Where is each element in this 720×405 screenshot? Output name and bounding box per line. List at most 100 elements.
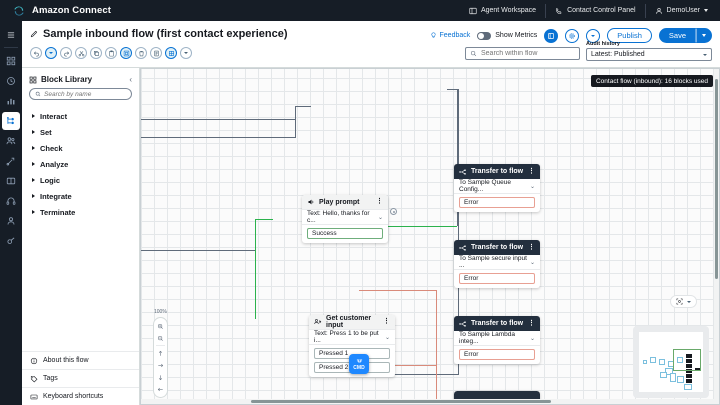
flow-settings-button[interactable] <box>565 28 580 43</box>
connector-line-error <box>436 290 438 404</box>
show-metrics-toggle[interactable]: Show Metrics <box>477 31 537 40</box>
minimap-node <box>650 357 656 363</box>
block-subtitle-row[interactable]: To Sample Queue Config... ⌄ <box>454 179 540 194</box>
chevron-down-icon[interactable]: ⌄ <box>529 183 535 190</box>
vertical-scrollbar[interactable] <box>714 69 719 404</box>
agent-workspace-link[interactable]: Agent Workspace <box>460 3 547 18</box>
scrollbar-thumb[interactable] <box>251 400 551 403</box>
block-header[interactable]: Transfer to flow ⋮ <box>454 316 540 331</box>
sidebar-item-realtime[interactable] <box>2 72 20 90</box>
sidebar-item-contact-center[interactable] <box>2 192 20 210</box>
sidebar-item-agent[interactable] <box>2 212 20 230</box>
block-header[interactable]: Play prompt ⋮ <box>302 195 388 210</box>
flow-properties-button[interactable] <box>544 28 559 43</box>
block-menu-button[interactable]: ⋮ <box>528 243 535 251</box>
category-analyze[interactable]: Analyze <box>22 156 139 172</box>
block-subtitle-row[interactable]: To Sample Lambda integ... ⌄ <box>454 331 540 346</box>
block-subtitle-row[interactable]: To Sample secure input ... ⌄ <box>454 255 540 270</box>
copy-button[interactable] <box>90 47 102 59</box>
block-transfer-queue-config[interactable]: Transfer to flow ⋮ To Sample Queue Confi… <box>454 164 540 212</box>
snap-grid-button[interactable] <box>165 47 177 59</box>
contact-control-panel-link[interactable]: Contact Control Panel <box>546 3 646 18</box>
block-header[interactable]: Get customer input ⋮ <box>309 315 395 330</box>
block-port-error[interactable]: Error <box>459 349 535 360</box>
snap-grid-dropdown-button[interactable] <box>180 47 192 59</box>
sidebar-item-analytics[interactable] <box>2 92 20 110</box>
publish-button[interactable]: Publish <box>607 28 652 43</box>
save-button[interactable]: Save <box>658 28 696 43</box>
menu-toggle-button[interactable] <box>0 26 22 44</box>
block-search[interactable] <box>29 88 132 100</box>
flow-search[interactable] <box>465 47 580 60</box>
edit-pencil-icon[interactable] <box>30 30 38 38</box>
pan-up-button[interactable] <box>154 347 167 359</box>
tags-button[interactable]: Tags <box>22 369 139 387</box>
block-transfer-secure-input[interactable]: Transfer to flow ⋮ To Sample secure inpu… <box>454 240 540 288</box>
category-check[interactable]: Check <box>22 140 139 156</box>
block-port-error[interactable]: Error <box>459 273 535 284</box>
category-set[interactable]: Set <box>22 124 139 140</box>
fit-to-screen-icon[interactable] <box>676 298 683 305</box>
pan-right-button[interactable] <box>154 359 167 371</box>
block-play-prompt[interactable]: Play prompt ⋮ Text: Hello, thanks for c.… <box>302 195 388 243</box>
group-button[interactable] <box>120 47 132 59</box>
block-subtitle-row[interactable]: Text: Press 1 to be put i... ⌄ <box>309 330 395 345</box>
pan-left-button[interactable] <box>154 383 167 395</box>
block-menu-button[interactable]: ⋮ <box>383 318 390 325</box>
redo-button[interactable] <box>60 47 72 59</box>
category-logic[interactable]: Logic <box>22 172 139 188</box>
sidebar-item-settings[interactable] <box>2 232 20 250</box>
category-interact[interactable]: Interact <box>22 108 139 124</box>
flow-node-marker[interactable] <box>390 208 397 215</box>
notes-button[interactable] <box>150 47 162 59</box>
cut-button[interactable] <box>75 47 87 59</box>
toggle-switch[interactable] <box>477 31 492 40</box>
lightbulb-icon <box>431 32 435 38</box>
sidebar-item-dashboard[interactable] <box>2 52 20 70</box>
sidebar-item-routing[interactable] <box>2 152 20 170</box>
block-search-input[interactable] <box>44 90 126 98</box>
user-menu[interactable]: DemoUser <box>646 4 712 18</box>
delete-button[interactable] <box>135 47 147 59</box>
flow-settings-dropdown-button[interactable] <box>586 28 601 43</box>
category-terminate[interactable]: Terminate <box>22 204 139 220</box>
scrollbar-thumb[interactable] <box>715 79 718 279</box>
minimap-viewport[interactable] <box>673 349 701 371</box>
undo-dropdown-button[interactable] <box>45 47 57 59</box>
block-subtitle-row[interactable]: Text: Hello, thanks for c... ⌄ <box>302 210 388 225</box>
brand[interactable]: Amazon Connect <box>12 4 111 18</box>
block-transfer-lambda-integ[interactable]: Transfer to flow ⋮ To Sample Lambda inte… <box>454 316 540 364</box>
block-ports: Error <box>454 194 540 212</box>
zoom-in-button[interactable] <box>154 320 167 332</box>
pan-down-button[interactable] <box>154 371 167 383</box>
block-header[interactable]: Transfer to flow ⋮ <box>454 240 540 255</box>
chevron-down-icon[interactable]: ⌄ <box>529 335 535 342</box>
keyboard-shortcuts-button[interactable]: Keyboard shortcuts <box>22 387 139 405</box>
block-header[interactable]: Transfer to flow ⋮ <box>454 164 540 179</box>
undo-button[interactable] <box>30 47 42 59</box>
zoom-out-button[interactable] <box>154 332 167 344</box>
block-menu-button[interactable]: ⋮ <box>528 319 535 327</box>
sidebar-item-users[interactable] <box>2 132 20 150</box>
flow-canvas[interactable]: Play prompt ⋮ Text: Hello, thanks for c.… <box>140 68 720 405</box>
chevron-down-icon[interactable] <box>687 300 691 303</box>
feedback-link[interactable]: Feedback <box>430 32 470 39</box>
minimap[interactable] <box>633 326 709 398</box>
audit-history-select[interactable]: Latest: Published <box>586 48 712 61</box>
block-menu-button[interactable]: ⋮ <box>376 198 383 205</box>
chevron-down-icon[interactable]: ⌄ <box>384 334 390 341</box>
sidebar-item-flows[interactable] <box>2 112 20 130</box>
block-port-error[interactable]: Error <box>459 197 535 208</box>
horizontal-scrollbar[interactable] <box>141 399 719 404</box>
block-menu-button[interactable]: ⋮ <box>528 167 535 175</box>
chevron-down-icon[interactable]: ⌄ <box>377 214 383 221</box>
category-integrate[interactable]: Integrate <box>22 188 139 204</box>
save-dropdown-button[interactable] <box>696 28 712 43</box>
about-this-flow-button[interactable]: About this flow <box>22 351 139 369</box>
paste-button[interactable] <box>105 47 117 59</box>
chevron-down-icon[interactable]: ⌄ <box>529 259 535 266</box>
block-port-success[interactable]: Success <box>307 228 383 239</box>
sidebar-item-channels[interactable] <box>2 172 20 190</box>
collapse-panel-button[interactable]: ‹ <box>129 75 132 84</box>
search-input[interactable] <box>481 50 575 57</box>
